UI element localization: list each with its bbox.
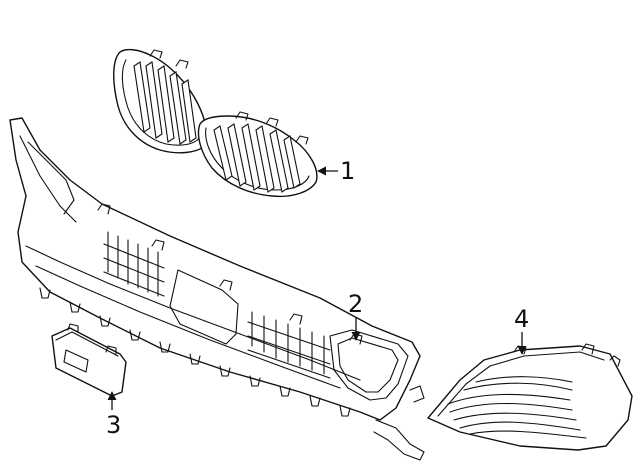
callout-3: 3 — [106, 391, 121, 439]
callout-1: 1 — [317, 157, 355, 185]
callout-4-label: 4 — [514, 305, 529, 333]
bracket-cover-part — [51, 323, 127, 397]
callout-2-label: 2 — [348, 290, 363, 318]
carrier-mesh-left — [103, 231, 165, 297]
grille-slats-left — [133, 61, 197, 145]
callout-3-label: 3 — [106, 411, 121, 439]
carrier-mesh-right — [247, 311, 331, 379]
carrier-bottom-tabs — [39, 287, 351, 417]
vent-slats — [447, 376, 587, 439]
callout-4: 4 — [514, 305, 529, 355]
lower-grille-carrier-part — [9, 117, 425, 461]
kidney-grille-part — [113, 48, 318, 198]
callout-2: 2 — [348, 290, 363, 341]
callout-1-label: 1 — [340, 157, 355, 185]
side-vent-part — [427, 343, 633, 451]
grille-slats-right — [213, 123, 301, 193]
